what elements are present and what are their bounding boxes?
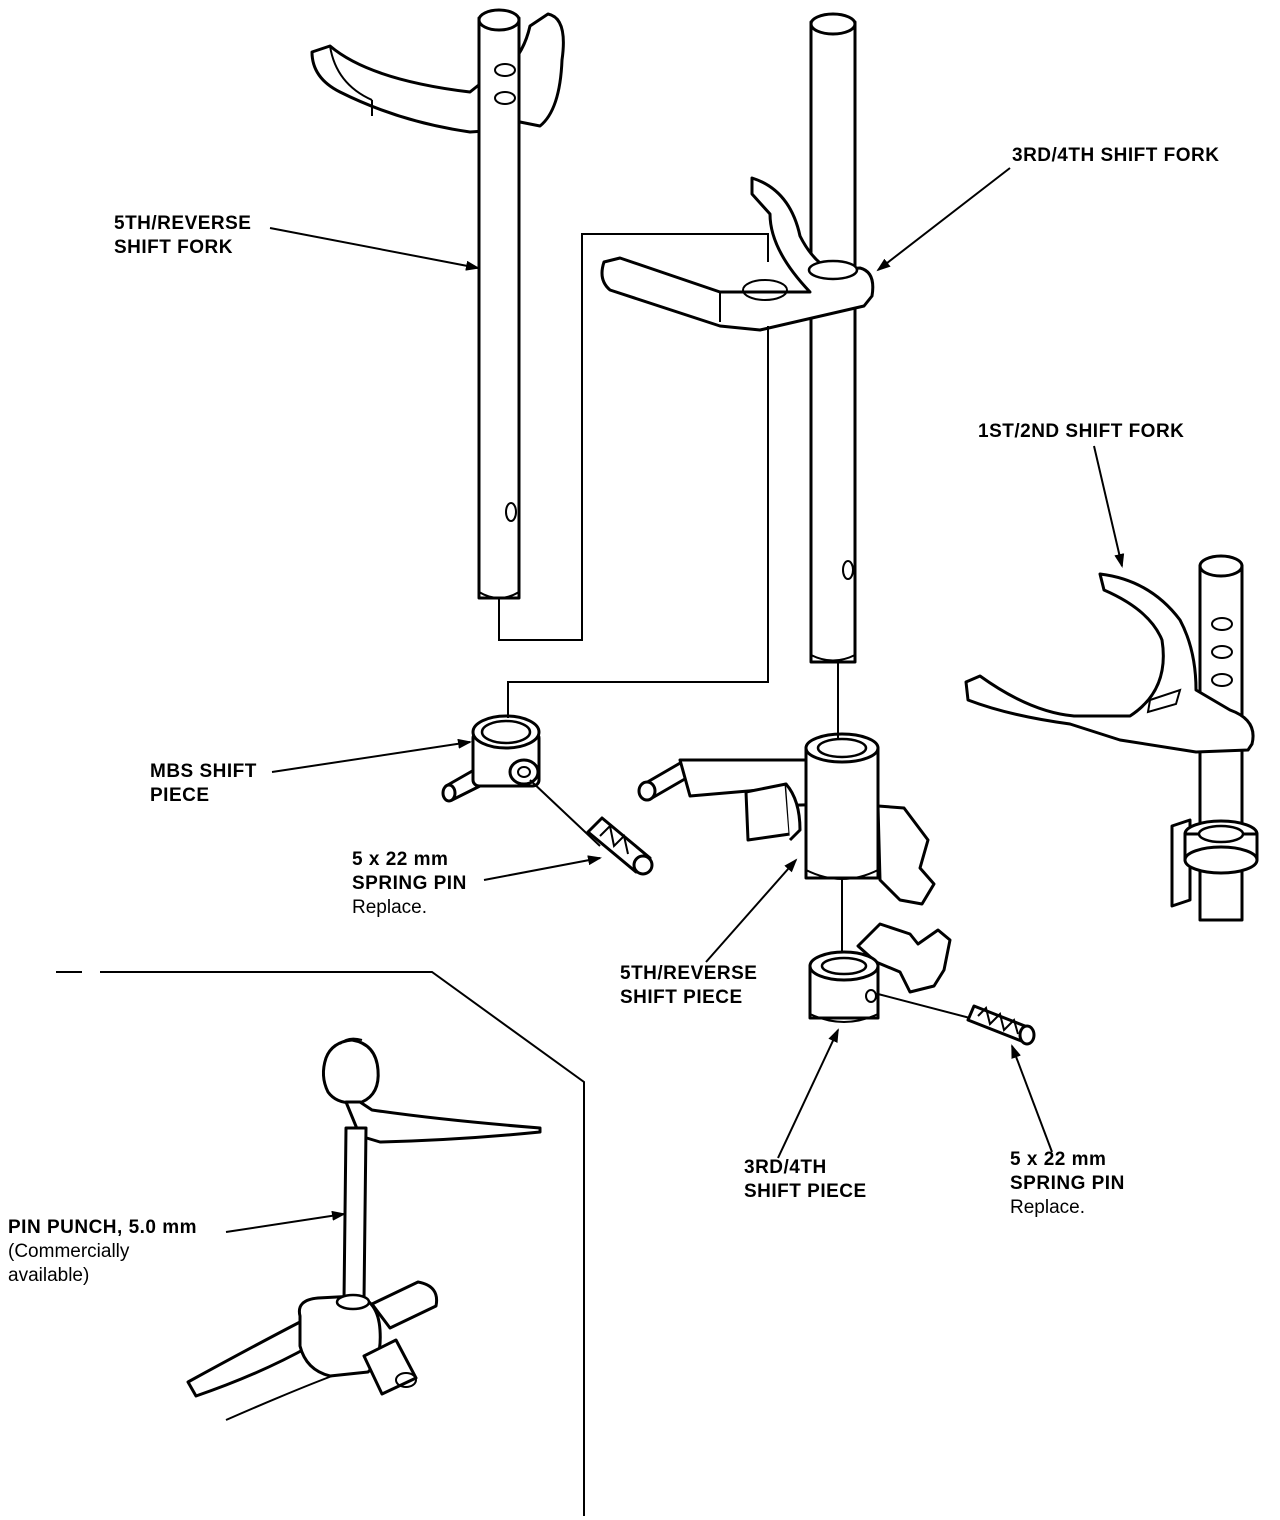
- label-spring-pin-lower: 5 x 22 mm SPRING PIN Replace.: [1010, 1148, 1125, 1220]
- label-mbs-shift-piece: MBS SHIFT PIECE: [150, 760, 257, 808]
- shift-piece-3rd-4th-part: [808, 922, 952, 1023]
- label-fork-3rd-4th: 3RD/4TH SHIFT FORK: [1012, 144, 1219, 168]
- label-spring-pin-upper-line1: 5 x 22 mm: [352, 849, 449, 870]
- fork-1st-2nd-part: [964, 554, 1259, 922]
- shift-piece-5th-reverse-part: [637, 732, 936, 906]
- label-piece-3rd-4th-line1: 3RD/4TH: [744, 1157, 827, 1178]
- assembly-lines: [498, 233, 971, 1019]
- label-spring-pin-lower-line1: 5 x 22 mm: [1010, 1149, 1107, 1170]
- label-pin-punch-line2: (Commercially: [8, 1241, 130, 1262]
- label-fork-5th-reverse-line2: SHIFT FORK: [114, 237, 233, 258]
- leader-spring-pin-lower: [1011, 1044, 1053, 1153]
- label-spring-pin-upper-line2: SPRING PIN: [352, 873, 467, 894]
- label-spring-pin-lower-line3: Replace.: [1010, 1197, 1085, 1218]
- label-fork-3rd-4th-line1: 3RD/4TH SHIFT FORK: [1012, 145, 1220, 166]
- label-piece-3rd-4th-line2: SHIFT PIECE: [744, 1181, 867, 1202]
- label-spring-pin-upper-line3: Replace.: [352, 897, 427, 918]
- leader-fork-5th-reverse: [269, 227, 480, 271]
- label-piece-5th-reverse-line2: SHIFT PIECE: [620, 987, 743, 1008]
- label-fork-5th-reverse: 5TH/REVERSE SHIFT FORK: [114, 212, 251, 260]
- spring-pin-upper-part: [586, 816, 654, 876]
- leader-piece-3rd-4th: [777, 1028, 839, 1159]
- label-pin-punch-line3: available): [8, 1265, 90, 1286]
- leader-piece-5th-reverse: [705, 858, 798, 963]
- leader-pin-punch: [225, 1210, 346, 1233]
- label-pin-punch-line1: PIN PUNCH, 5.0 mm: [8, 1217, 198, 1238]
- spring-pin-lower-part: [966, 1004, 1036, 1046]
- label-pin-punch: PIN PUNCH, 5.0 mm (Commercially availabl…: [8, 1216, 197, 1288]
- label-mbs-shift-piece-line2: PIECE: [150, 785, 210, 806]
- mbs-shift-piece-part: [441, 714, 541, 803]
- pin-punch-detail: [186, 1037, 542, 1421]
- inset-frame: [56, 971, 585, 1516]
- leader-mbs-piece: [271, 738, 472, 773]
- leader-fork-3rd-4th: [876, 167, 1011, 272]
- label-mbs-shift-piece-line1: MBS SHIFT: [150, 761, 257, 782]
- label-fork-1st-2nd-line1: 1ST/2ND SHIFT FORK: [978, 421, 1185, 442]
- label-fork-5th-reverse-line1: 5TH/REVERSE: [114, 213, 252, 234]
- label-fork-1st-2nd: 1ST/2ND SHIFT FORK: [978, 420, 1184, 444]
- fork-5th-reverse-part: [310, 8, 565, 600]
- label-spring-pin-upper: 5 x 22 mm SPRING PIN Replace.: [352, 848, 467, 920]
- leader-fork-1st-2nd: [1093, 445, 1125, 568]
- label-piece-5th-reverse: 5TH/REVERSE SHIFT PIECE: [620, 962, 757, 1010]
- label-spring-pin-lower-line2: SPRING PIN: [1010, 1173, 1125, 1194]
- fork-3rd-4th-part: [600, 12, 875, 664]
- label-piece-5th-reverse-line1: 5TH/REVERSE: [620, 963, 758, 984]
- leader-arrows: [225, 167, 1125, 1233]
- leader-spring-pin-upper: [483, 855, 602, 881]
- label-piece-3rd-4th: 3RD/4TH SHIFT PIECE: [744, 1156, 867, 1204]
